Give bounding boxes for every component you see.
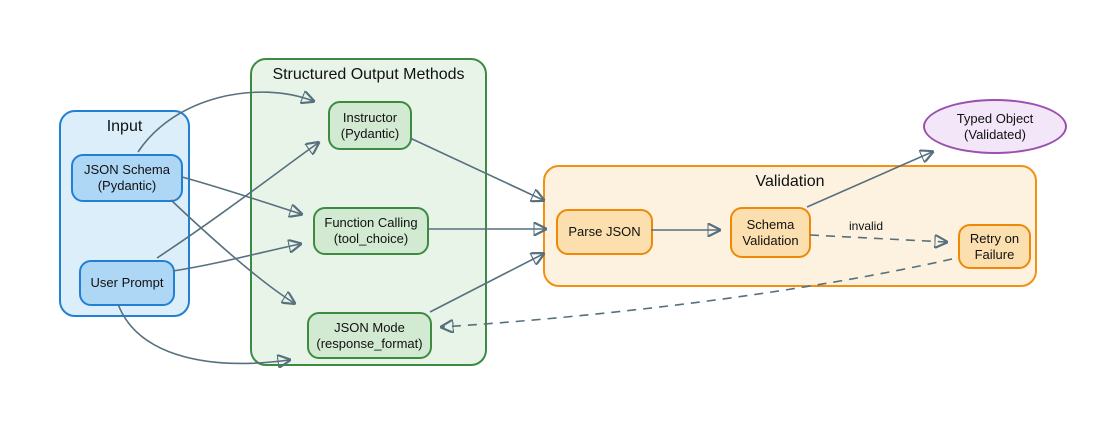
node-retry-on-failure: Retry on Failure <box>958 224 1031 269</box>
node-schema-validation: Schema Validation <box>730 207 811 258</box>
node-json-schema: JSON Schema (Pydantic) <box>71 154 183 202</box>
node-parse-json: Parse JSON <box>556 209 653 255</box>
cluster-input-title: Input <box>106 118 143 135</box>
cluster-structured-output-methods: Structured Output Methods Instructor (Py… <box>250 58 487 366</box>
node-user-prompt: User Prompt <box>79 260 175 306</box>
node-function-calling: Function Calling (tool_choice) <box>313 207 429 255</box>
cluster-input: Input JSON Schema (Pydantic) User Prompt <box>59 110 190 317</box>
edge-label-invalid: invalid <box>848 219 884 233</box>
node-json-mode: JSON Mode (response_format) <box>307 312 432 359</box>
cluster-validation-title: Validation <box>755 173 825 190</box>
cluster-methods-title: Structured Output Methods <box>272 66 465 83</box>
cluster-validation: Validation Parse JSON Schema Validation … <box>543 165 1037 287</box>
node-typed-object: Typed Object (Validated) <box>923 99 1067 154</box>
node-instructor: Instructor (Pydantic) <box>328 101 412 150</box>
